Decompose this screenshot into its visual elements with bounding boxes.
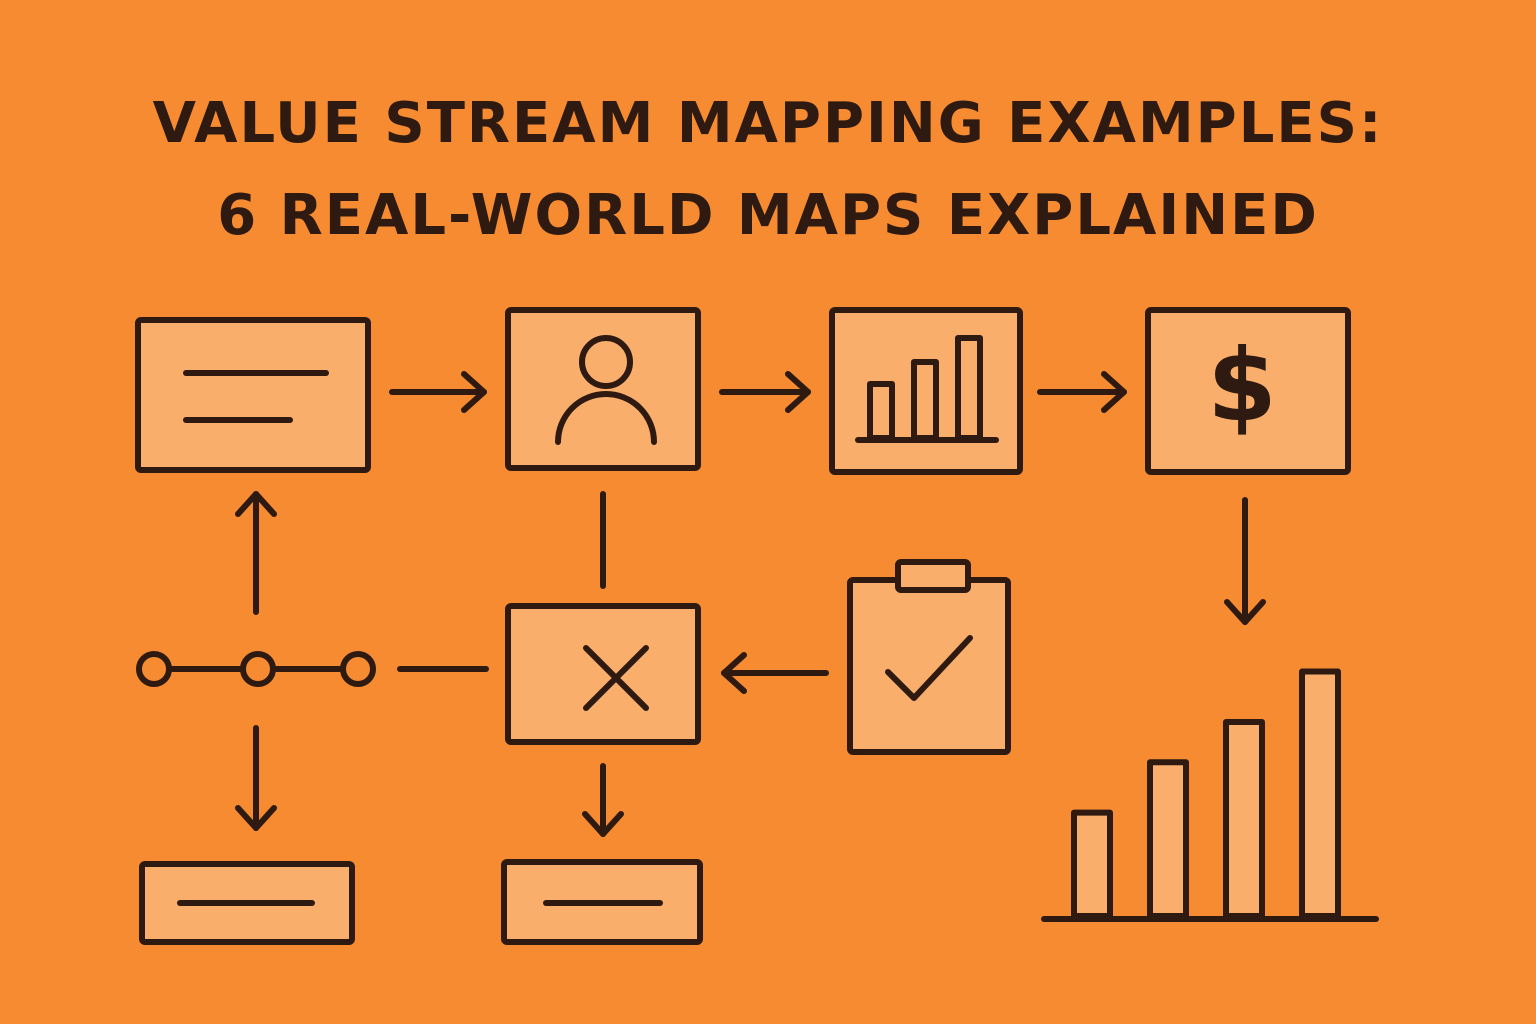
arrow-down-from-reject <box>582 763 624 837</box>
timeline-nodes-icon <box>136 651 376 687</box>
dollar-box: $ <box>1145 307 1351 475</box>
arrow-down-from-dollar <box>1224 497 1266 625</box>
check-icon <box>885 635 973 701</box>
output-box-middle <box>501 859 703 945</box>
x-mark-icon <box>583 645 649 711</box>
arrow-up-to-document <box>235 491 277 615</box>
growth-bar-2 <box>1147 759 1189 920</box>
arrow-clipboard-to-reject <box>721 652 829 694</box>
page-title: VALUE STREAM MAPPING EXAMPLES: 6 REAL-WO… <box>0 78 1536 262</box>
document-box <box>135 317 371 473</box>
arrow-document-to-user <box>389 371 487 413</box>
user-icon <box>555 335 657 445</box>
document-lines-icon <box>183 370 329 423</box>
bar-chart-icon <box>855 335 999 443</box>
title-line-2: 6 REAL-WORLD MAPS EXPLAINED <box>217 183 1319 248</box>
growth-bar-chart-icon <box>1071 668 1341 920</box>
dollar-icon: $ <box>1207 327 1277 444</box>
arrow-down-from-timeline <box>235 725 277 831</box>
growth-bar-1 <box>1071 809 1113 919</box>
output-box-left <box>139 861 355 945</box>
chart-box <box>829 307 1023 475</box>
user-box <box>505 307 701 471</box>
arrow-user-to-chart <box>719 371 811 413</box>
growth-bar-4 <box>1299 668 1341 919</box>
growth-bar-3 <box>1223 718 1265 920</box>
clipboard-box <box>847 559 1011 755</box>
title-line-1: VALUE STREAM MAPPING EXAMPLES: <box>152 91 1384 156</box>
reject-box <box>505 603 701 745</box>
arrow-chart-to-dollar <box>1037 371 1127 413</box>
